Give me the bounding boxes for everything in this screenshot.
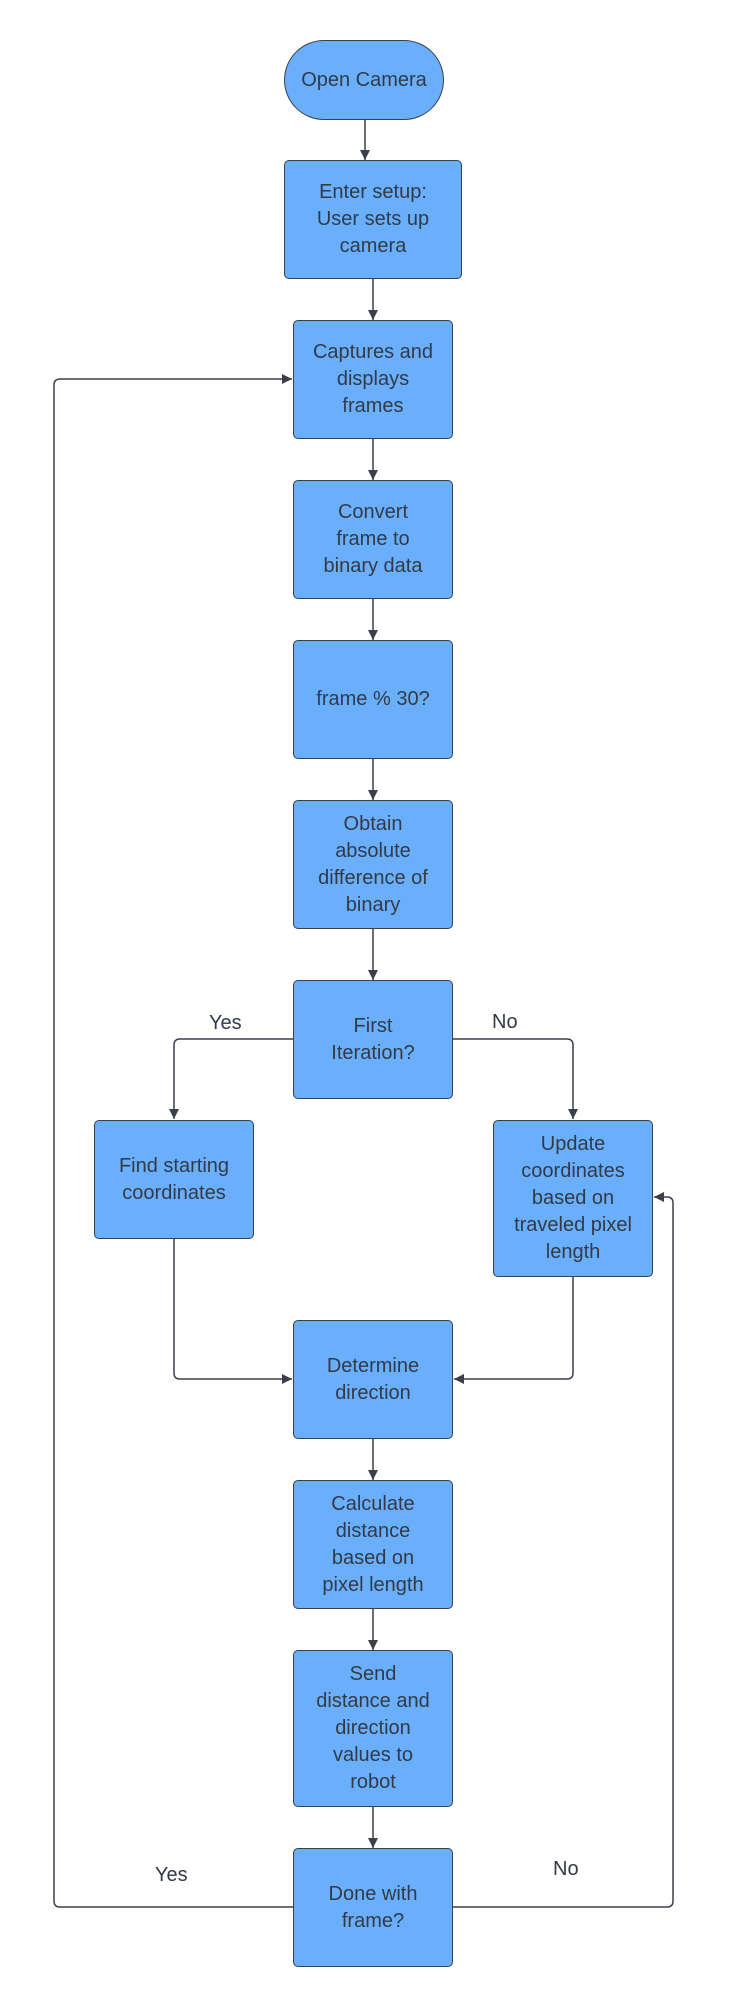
label-first-yes: Yes [209, 1012, 242, 1034]
node-done-with-frame: Done with frame? [293, 1848, 453, 1967]
label-done-yes: Yes [155, 1864, 188, 1886]
node-find-starting-coordinates: Find starting coordinates [94, 1120, 254, 1239]
edge-find-to-determine [173, 1239, 292, 1384]
edge-done-yes-loop [53, 374, 293, 1908]
edge-done-no-loop [453, 1192, 674, 1908]
label-done-no: No [553, 1858, 579, 1880]
node-convert-binary: Convert frame to binary data [293, 480, 453, 599]
node-obtain-difference: Obtain absolute difference of binary [293, 800, 453, 929]
node-determine-direction: Determine direction [293, 1320, 453, 1439]
node-first-iteration: First Iteration? [293, 980, 453, 1099]
node-frame-mod-30: frame % 30? [293, 640, 453, 759]
label-first-no: No [492, 1011, 518, 1033]
node-enter-setup: Enter setup: User sets up camera [284, 160, 462, 279]
edge-first-yes [169, 1038, 293, 1119]
node-send-values: Send distance and direction values to ro… [293, 1650, 453, 1807]
node-captures-frames: Captures and displays frames [293, 320, 453, 439]
node-open-camera: Open Camera [284, 40, 444, 120]
node-update-coordinates: Update coordinates based on traveled pix… [493, 1120, 653, 1277]
edge-first-no [453, 1038, 578, 1119]
edge-update-to-determine [454, 1277, 574, 1384]
node-calculate-distance: Calculate distance based on pixel length [293, 1480, 453, 1609]
